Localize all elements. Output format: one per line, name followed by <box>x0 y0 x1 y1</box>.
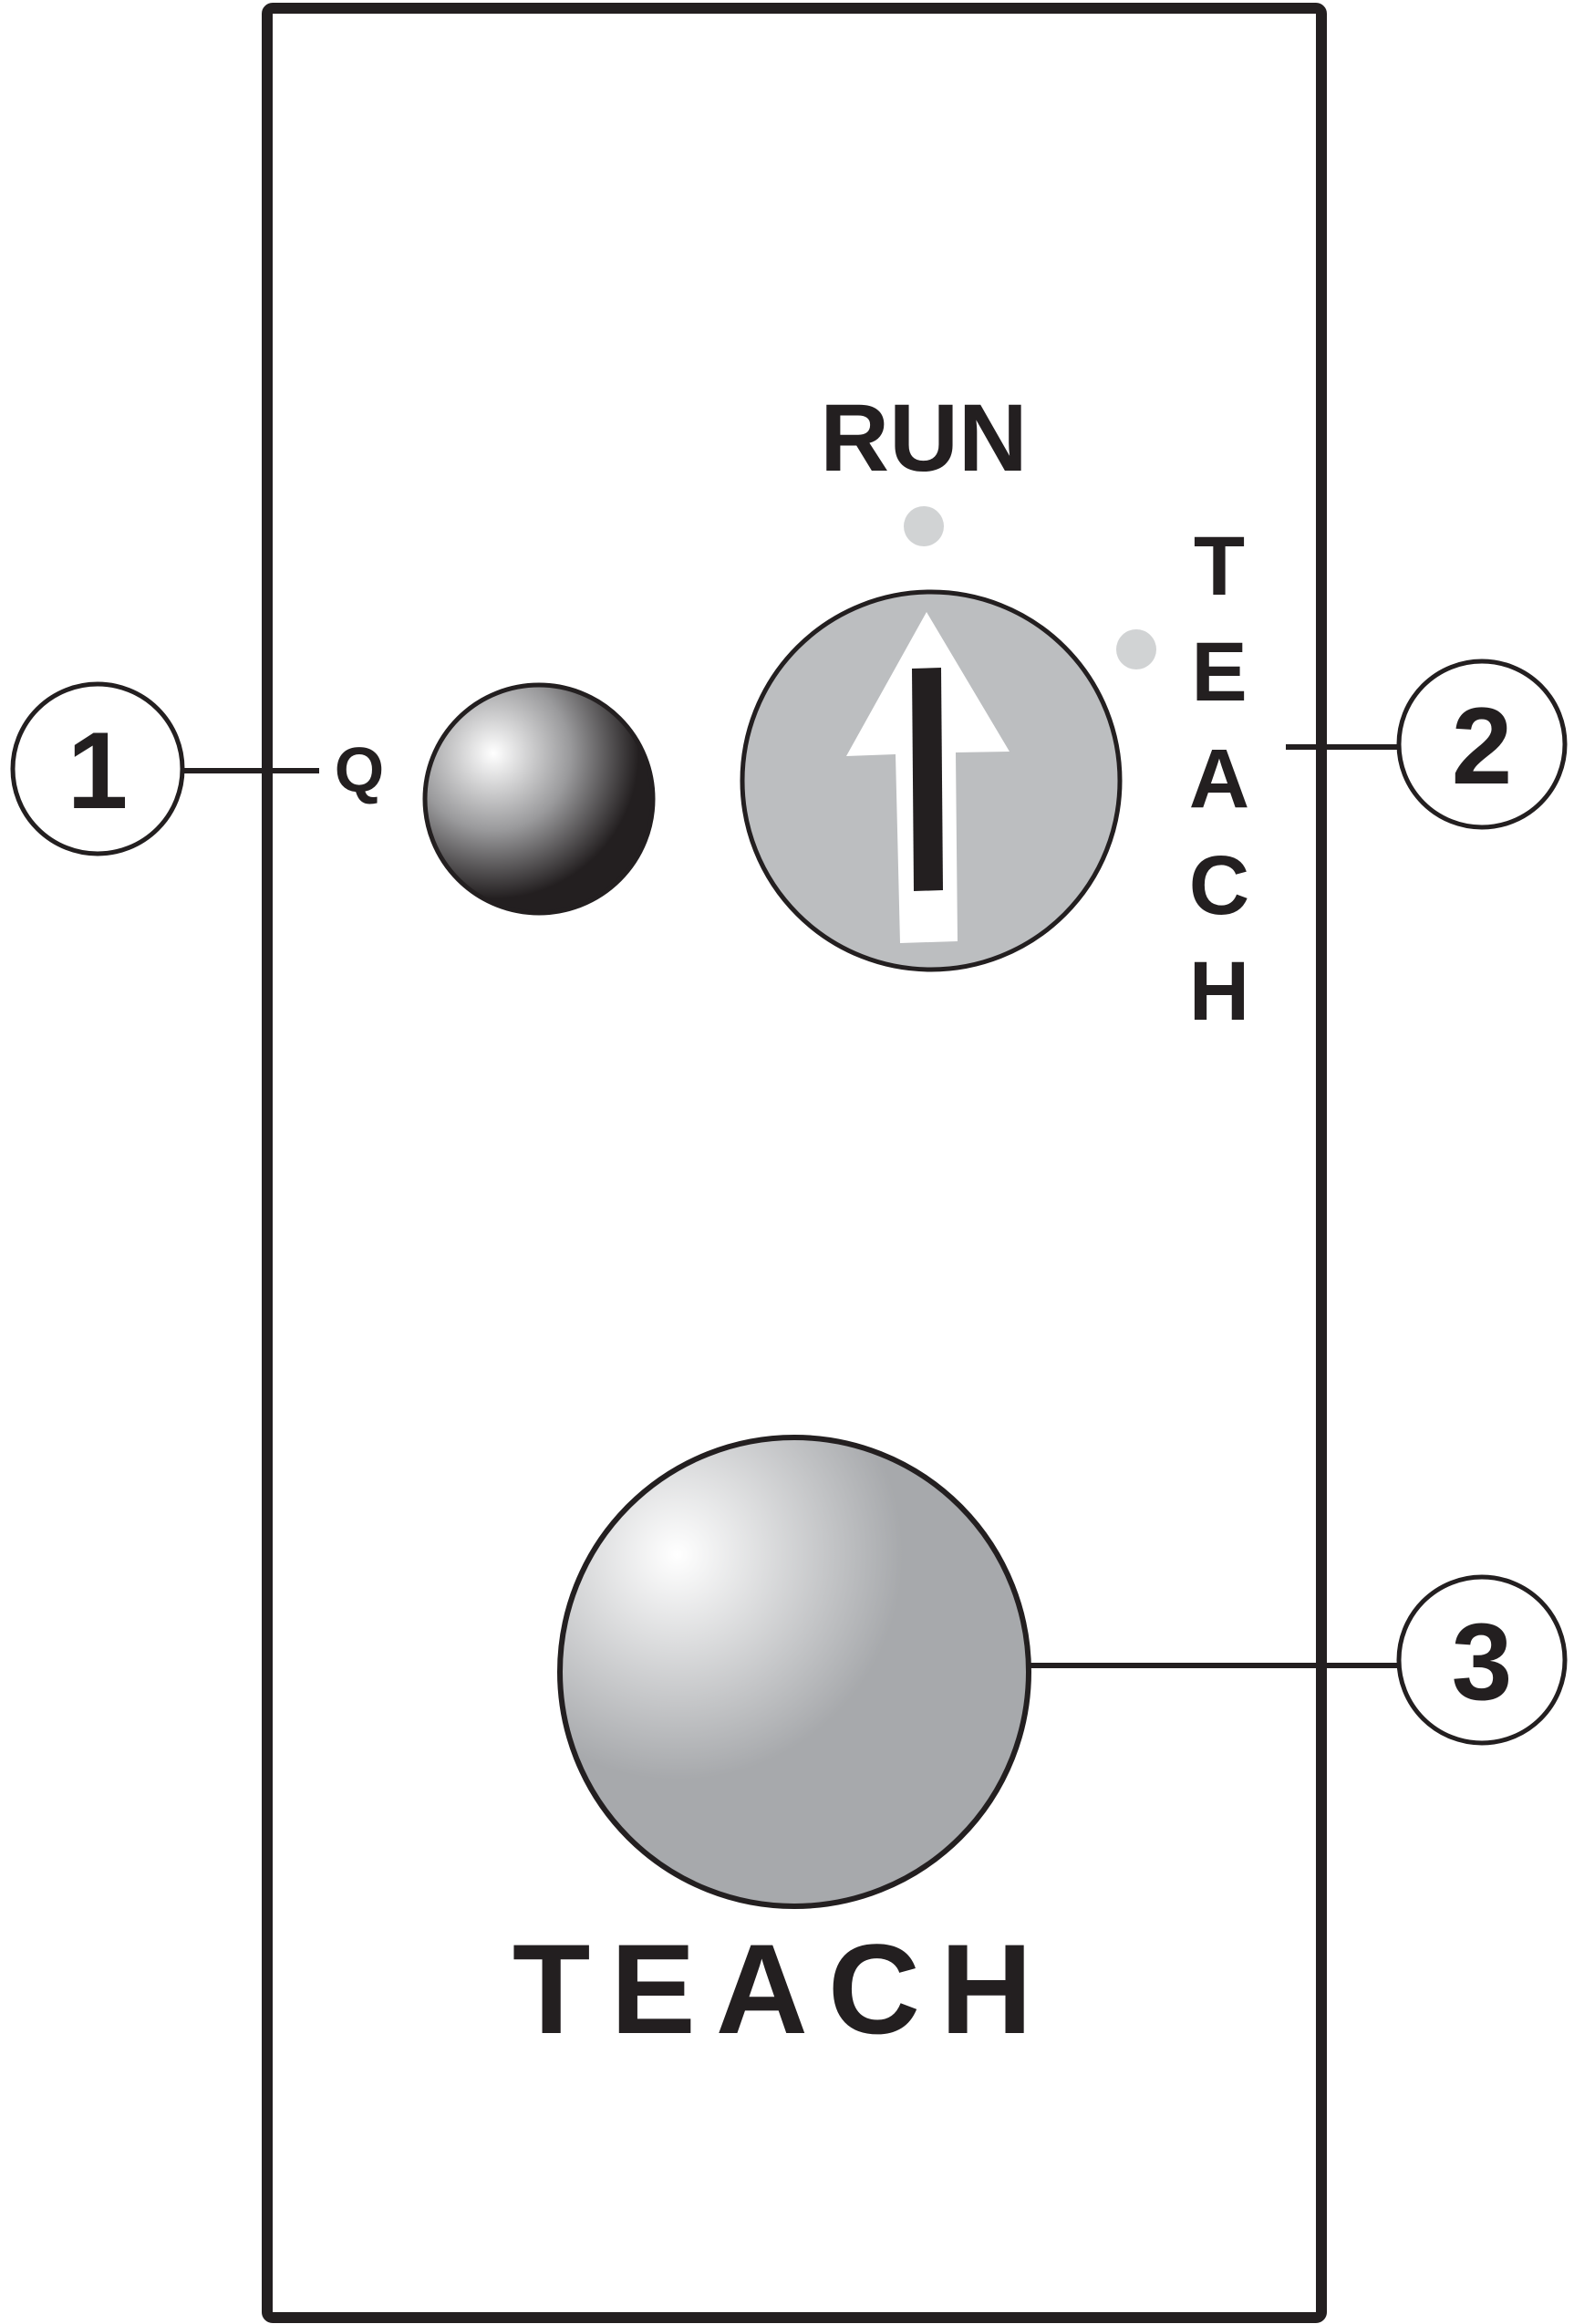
teach-push-button[interactable] <box>557 1435 1031 1909</box>
knob-pointer-bar <box>912 668 943 891</box>
callout-1: 1 <box>10 681 319 856</box>
teach-indicator-dot <box>1116 629 1156 669</box>
callout-2-number: 2 <box>1452 685 1513 807</box>
svg-text:T: T <box>1194 520 1245 613</box>
mode-selector-knob[interactable] <box>740 589 1123 972</box>
callout-3-number: 3 <box>1452 1601 1513 1723</box>
output-led <box>422 682 656 916</box>
q-output-label: Q <box>335 734 384 805</box>
callout-2: 2 <box>1286 659 1568 830</box>
svg-text:A: A <box>1189 732 1249 825</box>
run-indicator-dot <box>904 506 944 546</box>
callout-3: 3 <box>1029 1574 1568 1746</box>
panel-frame <box>262 3 1327 2323</box>
callout-1-number: 1 <box>67 710 129 832</box>
teach-button-label: TEACH <box>513 1917 1052 2060</box>
svg-text:H: H <box>1189 945 1249 1038</box>
teach-mode-label-vertical: T E A C H <box>1189 520 1249 1038</box>
run-label: RUN <box>820 385 1027 492</box>
svg-text:E: E <box>1191 626 1247 719</box>
svg-text:C: C <box>1189 839 1249 932</box>
